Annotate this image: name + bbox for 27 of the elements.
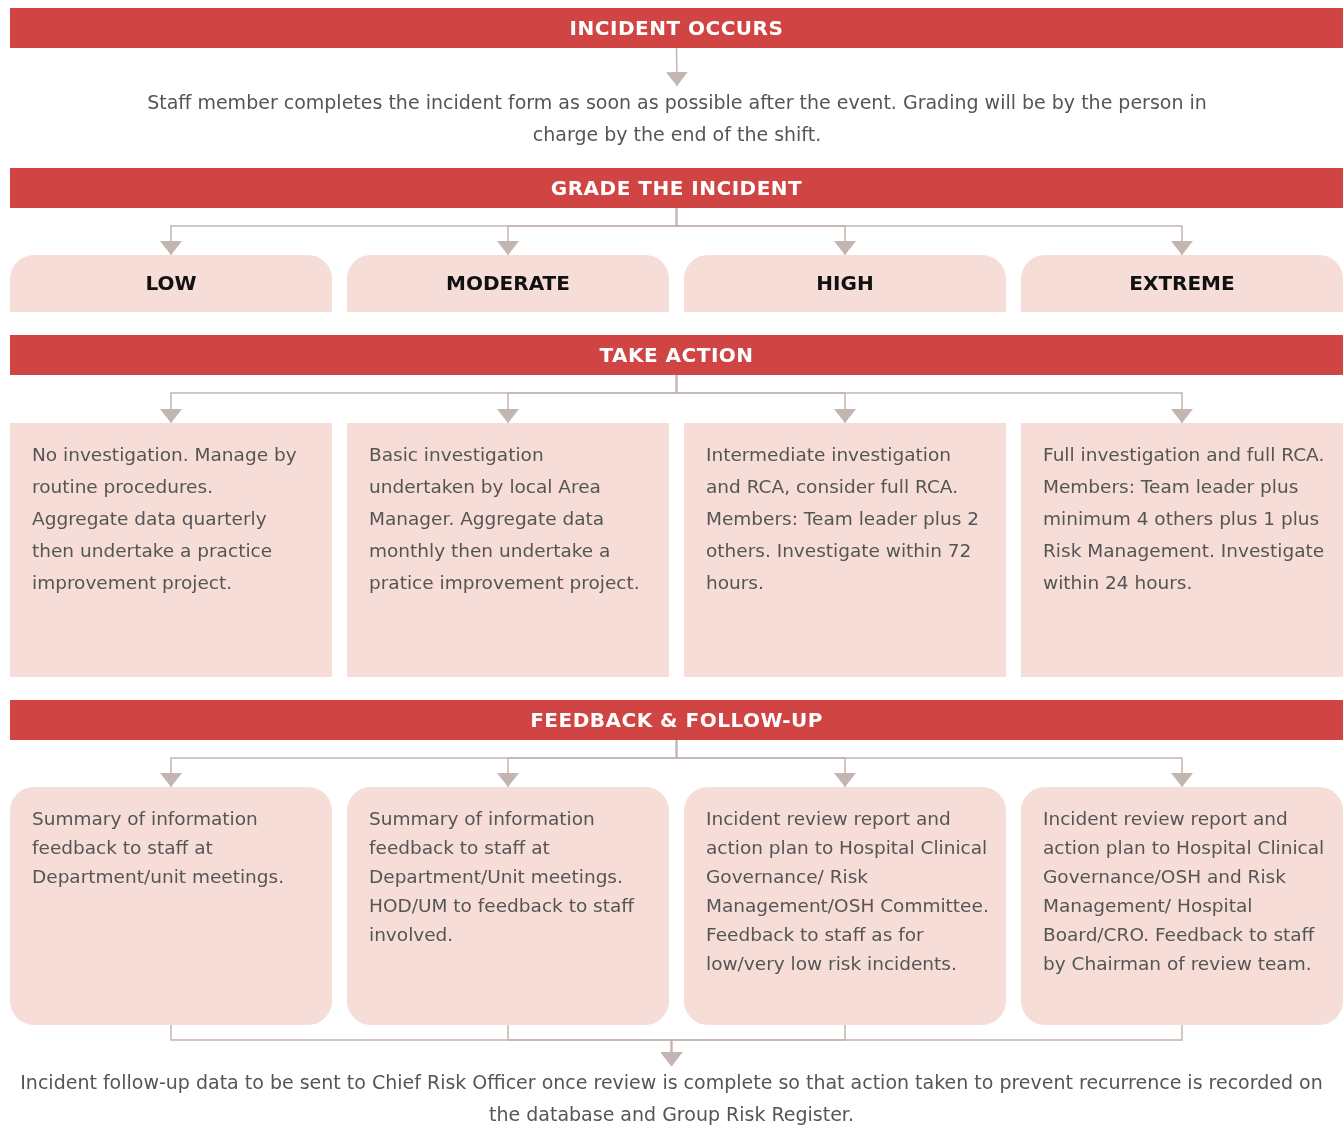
grade-tab: MODERATE xyxy=(347,255,669,312)
grade-tab: EXTREME xyxy=(1021,255,1343,312)
arrow xyxy=(675,739,1193,788)
card-text: Members: Team leader plus minimum 4 others plus 1 plus Risk Management. Investigate within 24 hours. xyxy=(1043,475,1325,595)
section-banner: GRADE THE INCIDENT xyxy=(10,168,1343,208)
feedback-card: Summary of information feedback to staff at Department/Unit meetings. HOD/UM to feedback to staff involved. xyxy=(347,787,669,1025)
action-card xyxy=(1021,423,1343,677)
card-text: Intermediate investigation and RCA, consider full RCA. xyxy=(706,443,960,499)
action-card: No investigation. Manage by routine procedures. Aggregate data quarterly then undertake a practice improvement project. xyxy=(10,423,332,677)
instruction-text: Staff member completes the incident form as soon as possible after the event. Grading will be by the person in charge by the end of the shift. xyxy=(120,86,1234,154)
card-text: Members: Team leader plus 2 others. Investigate within 72 hours. xyxy=(706,507,980,595)
action-card xyxy=(684,423,1006,677)
arrow xyxy=(665,47,688,87)
arrow xyxy=(675,374,1193,424)
section-banner: FEEDBACK & FOLLOW-UP xyxy=(10,700,1343,740)
arrow xyxy=(660,1024,1183,1067)
feedback-card: Summary of information feedback to staff at Department/unit meetings. xyxy=(10,787,332,1025)
summary-text: Incident follow-up data to be sent to Chief Risk Officer once review is complete so that action taken to prevent recurrence is recorded on the database and Group Risk Register. xyxy=(20,1066,1323,1130)
feedback-card: Incident review report and action plan to Hospital Clinical Governance/ Risk Management/OSH Committee. Feedback to staff as for low/very low risk incidents. xyxy=(684,787,1006,1025)
card-text: Full investigation and full RCA. xyxy=(1043,443,1325,467)
grade-tab: HIGH xyxy=(684,255,1006,312)
feedback-card: Incident review report and action plan to Hospital Clinical Governance/OSH and Risk Management/ Hospital Board/CRO. Feedback to staff by Chairman of review team. xyxy=(1021,787,1343,1025)
arrow xyxy=(675,207,1193,256)
grade-tab: LOW xyxy=(10,255,332,312)
section-banner: INCIDENT OCCURS xyxy=(10,8,1343,48)
section-banner: TAKE ACTION xyxy=(10,335,1343,375)
action-card: Basic investigation undertaken by local Area Manager. Aggregate data monthly then undertake a pratice improvement project. xyxy=(347,423,669,677)
